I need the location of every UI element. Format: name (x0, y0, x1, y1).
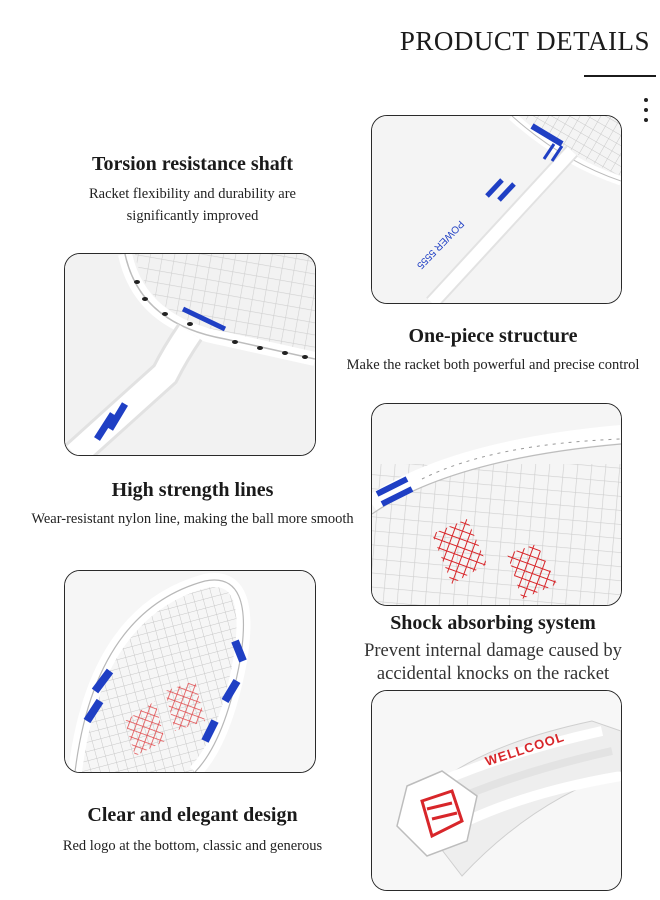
grip-photo: WELLCOOL (371, 690, 622, 891)
title-underline (584, 75, 656, 77)
feature-desc-shock: Prevent internal damage caused by accide… (364, 641, 622, 684)
page-title: PRODUCT DETAILS (399, 26, 650, 56)
feature-title-one-piece: One-piece structure (408, 325, 578, 347)
shaft-photo: POWER 5555 (371, 115, 622, 304)
feature-title-torsion: Torsion resistance shaft (91, 153, 294, 175)
feature-desc-design: Red logo at the bottom, classic and gene… (62, 838, 323, 854)
t-joint-photo (64, 253, 316, 456)
feature-title-strength: High strength lines (111, 479, 274, 501)
string-bed-photo (371, 403, 622, 606)
feature-title-design: Clear and elegant design (87, 804, 298, 826)
racket-head-photo (64, 570, 316, 773)
feature-desc-strength: Wear-resistant nylon line, making the ba… (31, 511, 354, 527)
feature-desc-torsion: Racket flexibility and durability are si… (89, 186, 296, 224)
more-dots-icon (644, 98, 650, 128)
feature-desc-one-piece: Make the racket both powerful and precis… (346, 357, 640, 373)
feature-title-shock: Shock absorbing system (390, 612, 596, 634)
